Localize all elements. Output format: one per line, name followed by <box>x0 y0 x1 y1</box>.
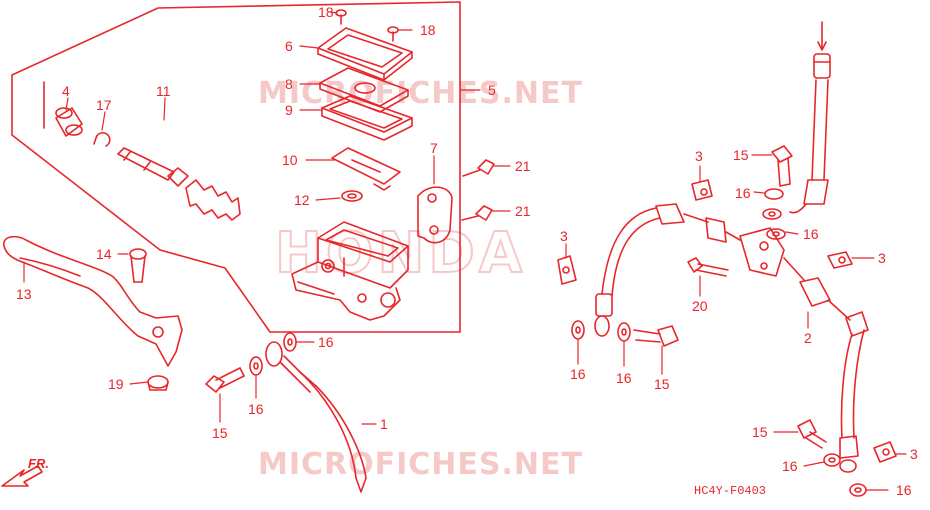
callout-15-mid: 15 <box>654 376 670 392</box>
washer-16-left-b <box>283 332 297 352</box>
callout-21-lower: 21 <box>515 203 531 219</box>
brake-hose-upper-right <box>789 21 831 214</box>
callout-16-upper-b: 16 <box>803 226 819 242</box>
clamp-3-mid-left <box>557 255 577 285</box>
callout-3-upper: 3 <box>695 148 703 164</box>
leader-lines <box>23 11 907 491</box>
callout-3-mid-left: 3 <box>560 228 568 244</box>
brake-hose-1 <box>265 341 367 493</box>
bolt-21-upper <box>462 159 495 177</box>
piston-set-11 <box>117 147 241 221</box>
washer-16-upper-a <box>764 188 784 200</box>
callout-16-lower-a: 16 <box>782 458 798 474</box>
float-plate-10 <box>331 147 401 191</box>
screw-18-left <box>335 9 347 25</box>
callout-15-lower: 15 <box>752 424 768 440</box>
callout-18-left: 18 <box>318 4 334 20</box>
watermark-top: MICROFICHES.NET <box>258 76 583 111</box>
front-label: FR. <box>28 456 49 471</box>
reservoir-cap-6 <box>317 27 413 81</box>
callout-14: 14 <box>96 246 112 262</box>
callout-5: 5 <box>488 82 496 98</box>
callout-19: 19 <box>108 376 124 392</box>
circlip-17 <box>93 132 111 147</box>
master-cylinder-group-frame <box>11 1 461 333</box>
washer-16-lower-b <box>849 483 867 497</box>
callout-21-upper: 21 <box>515 158 531 174</box>
callout-12: 12 <box>294 192 310 208</box>
washer-16-lower-a <box>823 453 841 467</box>
callout-10: 10 <box>282 152 298 168</box>
master-cylinder-body <box>291 221 409 321</box>
banjo-bolt-15-left <box>205 367 245 393</box>
callout-1: 1 <box>380 416 388 432</box>
brake-hose-2 <box>783 257 869 473</box>
pivot-nut-19 <box>147 375 169 391</box>
washer-16-left-a <box>249 356 263 376</box>
washer-16-upper-b <box>762 208 782 220</box>
screw-18-right <box>387 26 399 42</box>
bolt-20 <box>687 257 729 277</box>
banjo-bolt-15-mid <box>633 325 679 347</box>
front-direction-indicator: FR. <box>1 456 49 487</box>
diaphragm-9 <box>321 95 413 141</box>
watermark-bottom: MICROFICHES.NET <box>258 447 583 482</box>
clamp-3-mid-right <box>827 251 853 269</box>
callout-16-lower-b: 16 <box>896 482 912 498</box>
callout-16-left-a: 16 <box>318 334 334 350</box>
callout-3-lower: 3 <box>910 446 918 462</box>
callout-20: 20 <box>692 298 708 314</box>
callout-13: 13 <box>16 286 32 302</box>
callout-16-left-b: 16 <box>248 401 264 417</box>
callout-17: 17 <box>96 97 112 113</box>
clamp-3-upper <box>691 179 713 201</box>
callout-3-mid-right: 3 <box>878 250 886 266</box>
callout-7: 7 <box>430 140 438 156</box>
watermark-layer: MICROFICHES.NET HONDA MICROFICHES.NET <box>258 76 583 482</box>
boot-4 <box>55 107 83 137</box>
callout-9: 9 <box>285 102 293 118</box>
callout-2: 2 <box>804 330 812 346</box>
callout-15-upper: 15 <box>733 147 749 163</box>
callout-labels: 18 18 6 8 9 5 4 17 11 10 7 21 21 12 14 1… <box>16 4 918 498</box>
callout-11: 11 <box>156 83 171 99</box>
banjo-bolt-15-upper <box>771 145 793 187</box>
bolt-21-lower <box>461 205 493 221</box>
front-arrow-icon <box>1 465 43 487</box>
brake-lever-13 <box>3 235 183 367</box>
pivot-bolt-14 <box>129 248 147 283</box>
callout-6: 6 <box>285 38 293 54</box>
clamp-3-lower <box>873 441 897 463</box>
holder-7 <box>417 186 453 244</box>
three-way-joint <box>725 227 785 277</box>
callout-4: 4 <box>62 83 70 99</box>
callout-18-right: 18 <box>420 22 436 38</box>
callout-16-right-b: 16 <box>616 370 632 386</box>
washer-16-right-a <box>571 320 585 340</box>
callout-16-right-a: 16 <box>570 366 586 382</box>
callout-15-left: 15 <box>212 425 228 441</box>
washer-16-right-b <box>617 322 631 342</box>
drawing-code: HC4Y-F0403 <box>694 484 766 498</box>
brake-hose-lower-left <box>594 203 727 337</box>
banjo-bolt-15-lower <box>797 419 827 449</box>
callout-16-upper-a: 16 <box>735 185 751 201</box>
callout-8: 8 <box>285 76 293 92</box>
seal-12 <box>341 190 363 202</box>
